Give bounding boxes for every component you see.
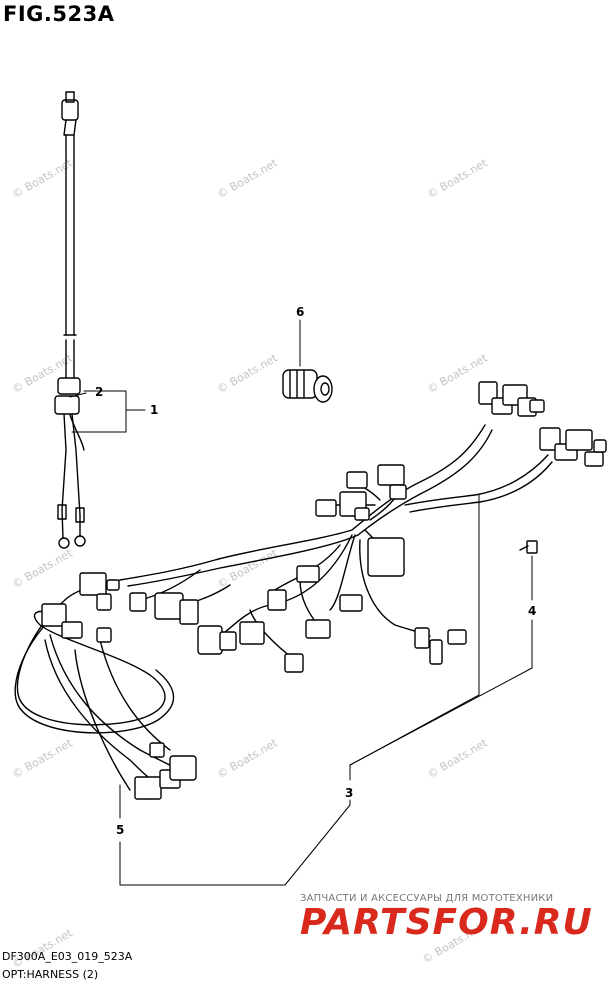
callout-2: 2 bbox=[95, 385, 104, 399]
callout-3: 3 bbox=[345, 786, 354, 800]
callout-1: 1 bbox=[150, 403, 159, 417]
connectors bbox=[42, 382, 606, 799]
leader-lines bbox=[70, 320, 532, 885]
logo-tagline: ЗАПЧАСТИ И АКСЕССУАРЫ ДЛЯ МОТОТЕХНИКИ bbox=[300, 893, 554, 904]
callout-5: 5 bbox=[116, 823, 125, 837]
diagram-subtitle: OPT:HARNESS (2) bbox=[2, 968, 99, 981]
fuse-wire-part-1 bbox=[55, 92, 85, 548]
figure-title: FIG.523A bbox=[3, 2, 115, 26]
diagram-code: DF300A_E03_019_523A bbox=[2, 950, 133, 963]
callout-6: 6 bbox=[296, 305, 305, 319]
callout-4: 4 bbox=[528, 604, 537, 618]
grommet-part-6 bbox=[283, 370, 332, 402]
logo-brand: PARTSFOR.RU bbox=[300, 902, 593, 943]
